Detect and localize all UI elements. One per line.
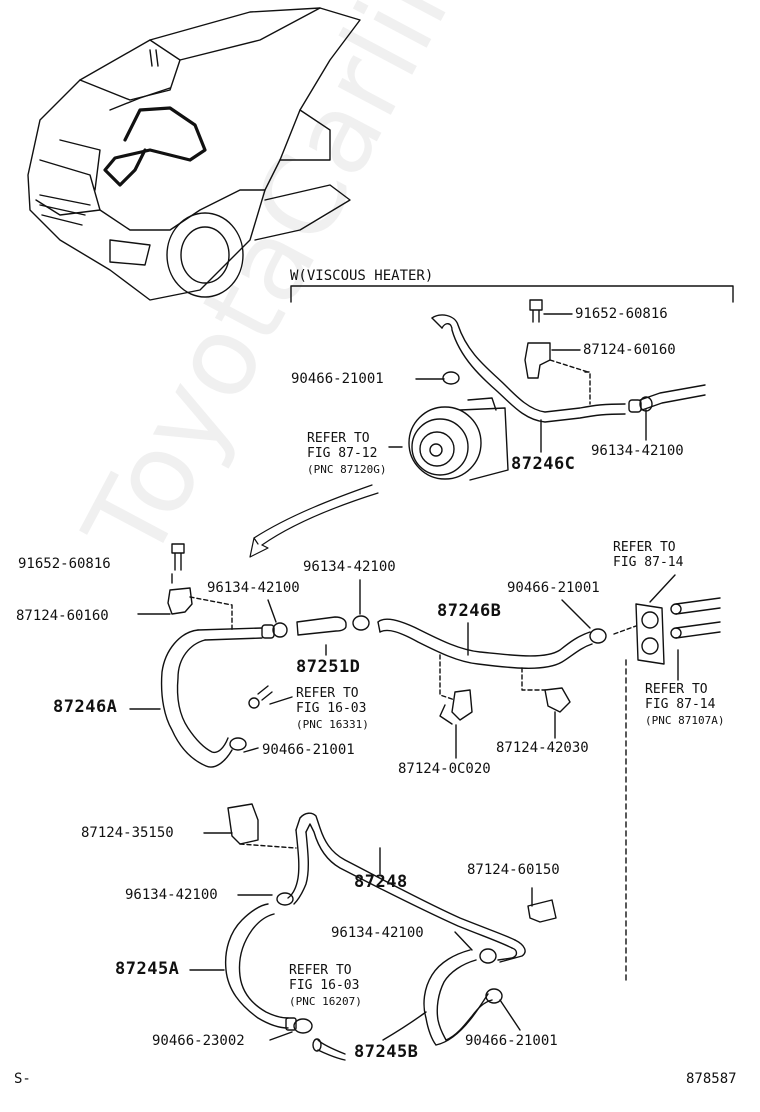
footer-left-code: S- [14, 1071, 31, 1087]
part-number-clamp-35150[interactable]: 87124-35150 [81, 825, 174, 841]
refer-to-pnc-4: (PNC 16331) [296, 718, 369, 731]
refer-to-fig-3[interactable]: FIG 87-14 [645, 697, 716, 712]
part-number-hose-87246a[interactable]: 87246A [53, 697, 118, 717]
part-number-clip-96134-b[interactable]: 96134-42100 [303, 559, 396, 575]
part-number-clamp-top[interactable]: 87124-60160 [583, 342, 676, 358]
vehicle-illustration [27, 7, 361, 301]
variant-label: W(VISCOUS HEATER) [290, 268, 434, 284]
part-number-clip-90466-right[interactable]: 90466-21001 [507, 580, 600, 596]
part-number-hose-87248[interactable]: 87248 [354, 872, 408, 892]
part-number-clip-96134-c[interactable]: 96134-42100 [125, 887, 218, 903]
part-number-clip-96134-top[interactable]: 96134-42100 [591, 443, 684, 459]
refer-to-label-2: REFER TO [613, 540, 676, 555]
part-number-hose-87246b[interactable]: 87246B [437, 601, 502, 621]
refer-to-pnc-3: (PNC 87107A) [645, 714, 725, 727]
refer-to-fig-2[interactable]: FIG 87-14 [613, 555, 684, 570]
figure-number: 878587 [686, 1071, 737, 1087]
part-number-clamp-60150[interactable]: 87124-60150 [467, 862, 560, 878]
part-number-hose-87245a[interactable]: 87245A [115, 959, 180, 979]
part-number-clamp-left[interactable]: 87124-60160 [16, 608, 109, 624]
refer-to-pnc-5: (PNC 16207) [289, 995, 362, 1008]
part-number-clip-top[interactable]: 90466-21001 [291, 371, 384, 387]
part-number-clip-96134-a[interactable]: 96134-42100 [207, 580, 300, 596]
refer-to-fig-4[interactable]: FIG 16-03 [296, 701, 367, 716]
part-number-clip-90466-bottom-right[interactable]: 90466-21001 [465, 1033, 558, 1049]
refer-to-fig-1[interactable]: FIG 87-12 [307, 446, 378, 461]
part-number-clamp-42030[interactable]: 87124-42030 [496, 740, 589, 756]
refer-to-label-1: REFER TO [307, 431, 370, 446]
part-number-clip-96134-d[interactable]: 96134-42100 [331, 925, 424, 941]
part-number-hose-87246c[interactable]: 87246C [511, 454, 576, 474]
part-number-bolt-left[interactable]: 91652-60816 [18, 556, 111, 572]
part-number-hose-87251d[interactable]: 87251D [296, 657, 361, 677]
part-number-clip-90466-left[interactable]: 90466-21001 [262, 742, 355, 758]
refer-to-fig-5[interactable]: FIG 16-03 [289, 978, 360, 993]
part-number-clamp-0c020[interactable]: 87124-0C020 [398, 761, 491, 777]
refer-to-label-5: REFER TO [289, 963, 352, 978]
part-number-clip-90466-bottom[interactable]: 90466-23002 [152, 1033, 245, 1049]
refer-to-pnc-1: (PNC 87120G) [307, 463, 387, 476]
part-number-bolt-top[interactable]: 91652-60816 [575, 306, 668, 322]
refer-to-label-4: REFER TO [296, 686, 359, 701]
part-number-hose-87245b[interactable]: 87245B [354, 1042, 419, 1062]
refer-to-label-3: REFER TO [645, 682, 708, 697]
